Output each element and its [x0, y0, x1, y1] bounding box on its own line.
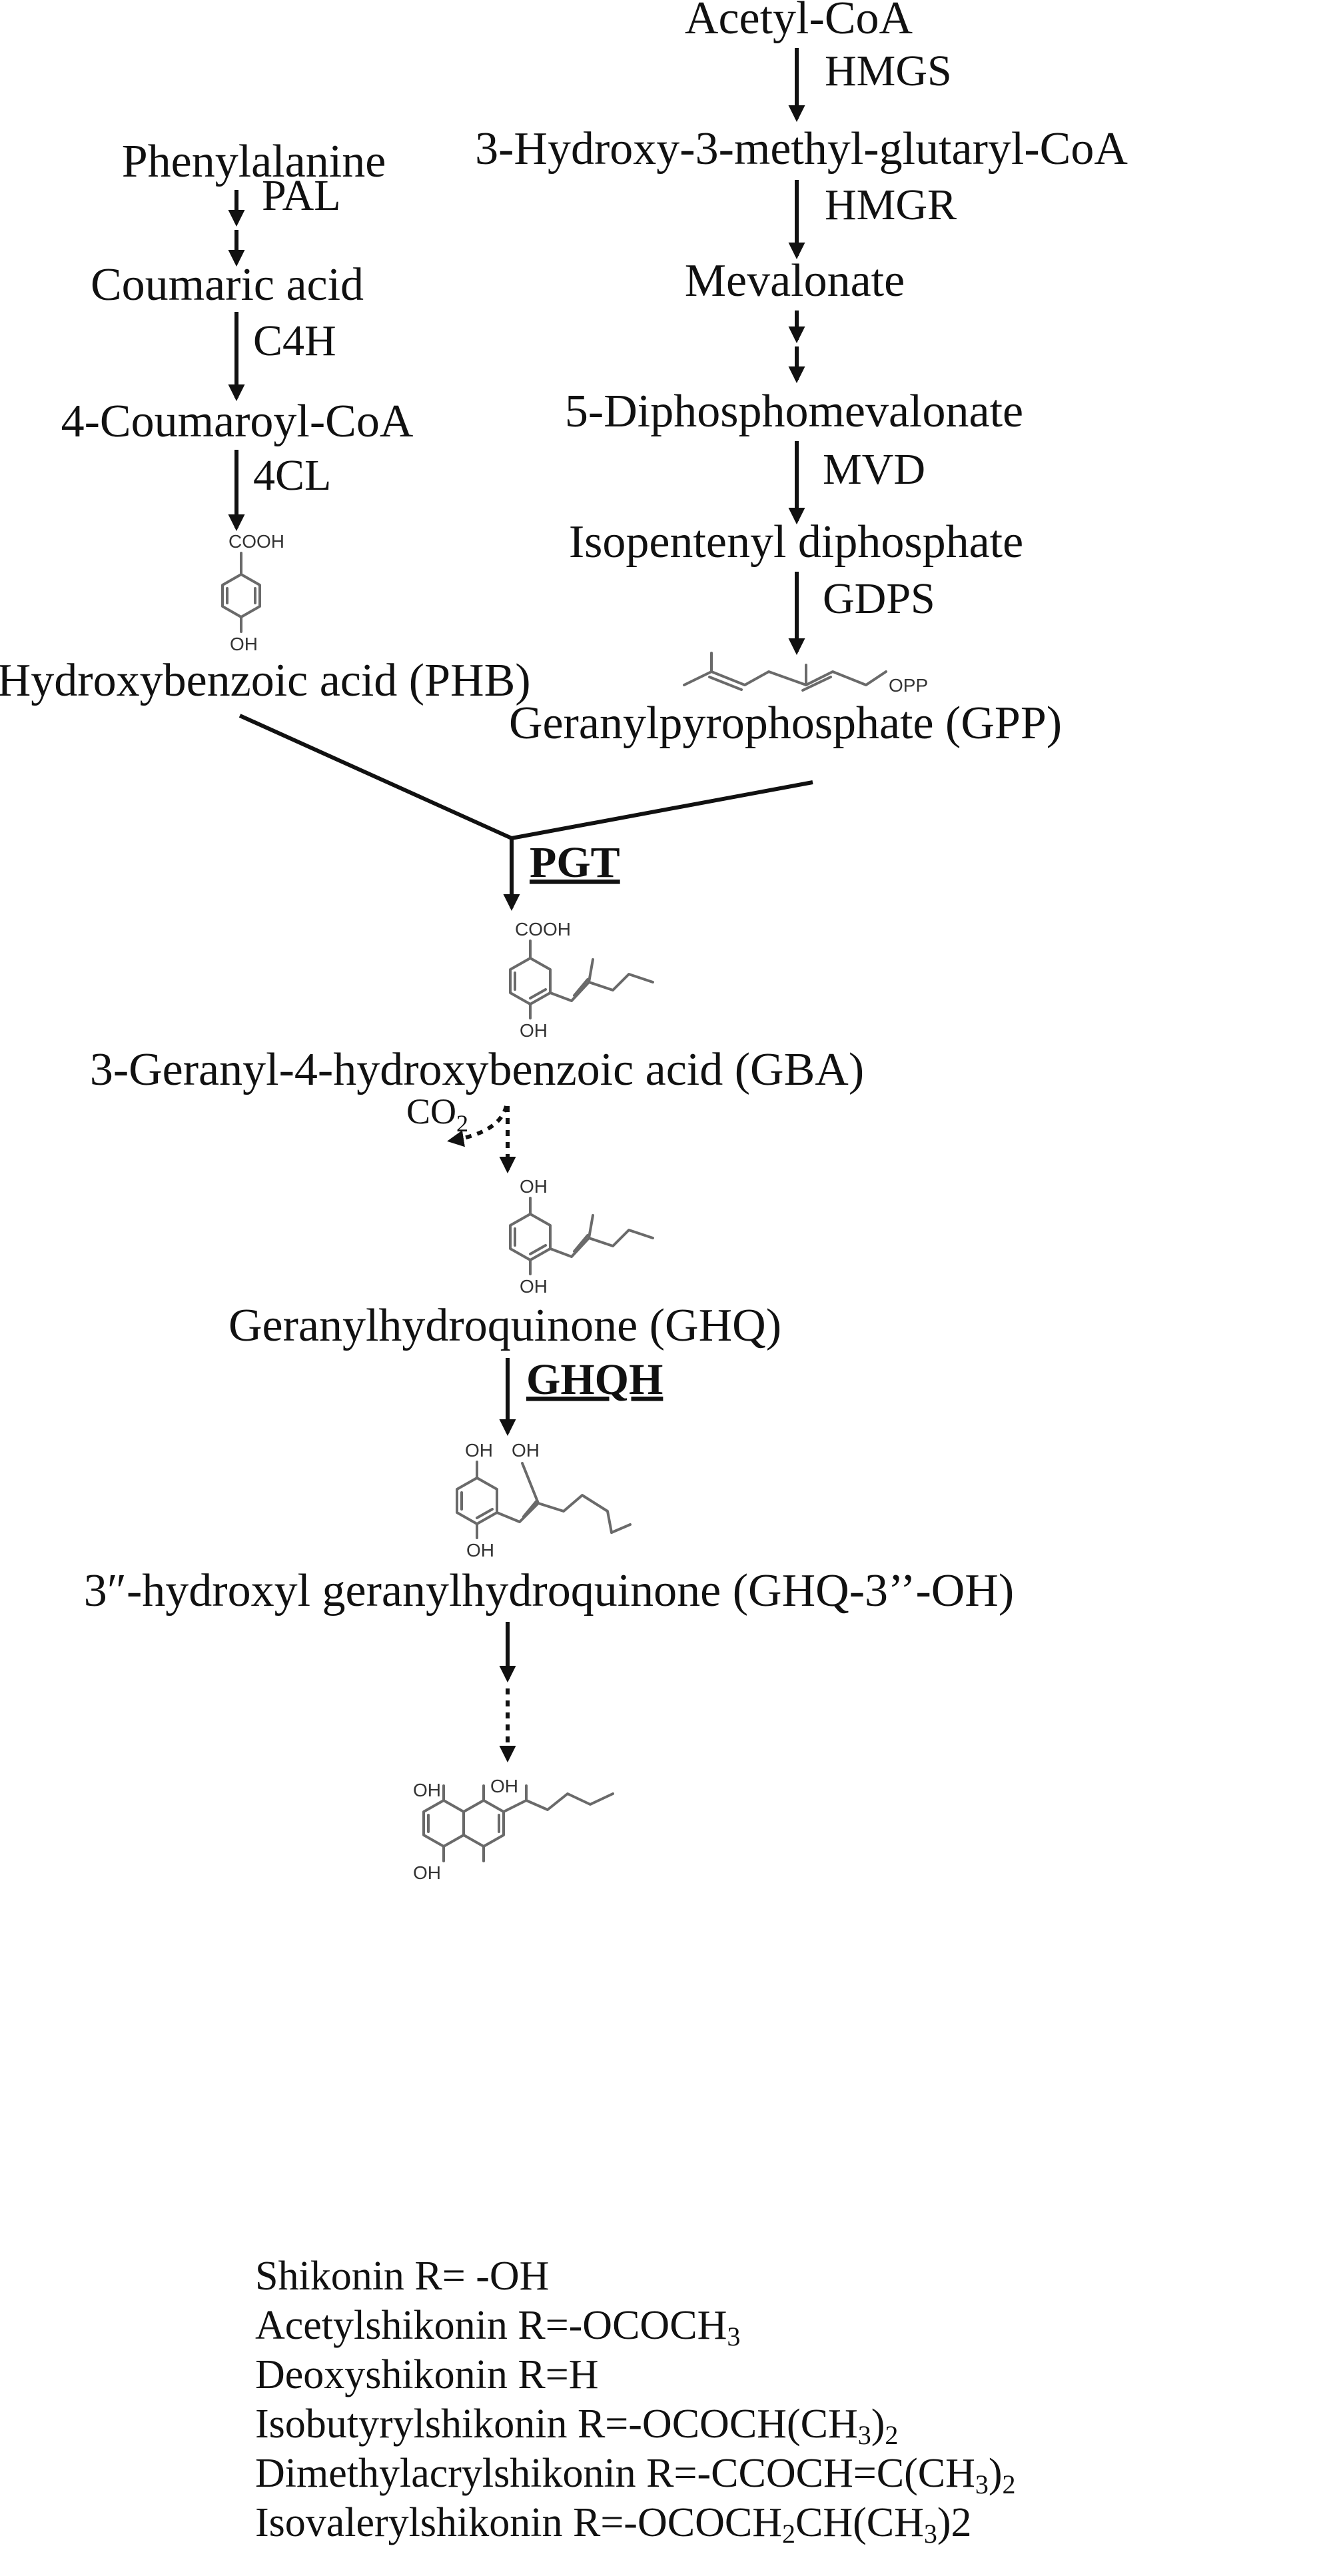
node-5-diphosphomevalonate: 5-Diphosphomevalonate	[565, 386, 1023, 437]
svg-text:OH: OH	[490, 1776, 518, 1796]
co2-dashed-arrow	[447, 1105, 508, 1147]
enzyme-ghqh: GHQH	[526, 1355, 663, 1404]
svg-text:OH: OH	[466, 1540, 494, 1561]
derivative-item: Shikonin R= -OH	[255, 2254, 549, 2299]
node-phenylalanine: Phenylalanine	[122, 136, 386, 187]
co2-label: CO2	[406, 1091, 468, 1137]
svg-text:OPP: OPP	[889, 675, 928, 696]
derivative-item: Isobutyrylshikonin R=-OCOCH(CH3)2	[255, 2401, 898, 2450]
svg-text:OH: OH	[465, 1440, 493, 1461]
svg-text:OH: OH	[512, 1440, 540, 1461]
node-ghq-3-oh: 3″-hydroxyl geranylhydroquinone (GHQ-3’’…	[84, 1565, 1014, 1616]
enzyme-c4h: C4H	[253, 317, 336, 365]
svg-text:OH: OH	[520, 1276, 548, 1297]
node-phb: 4-Hydroxybenzoic acid (PHB)	[0, 655, 531, 706]
phb-structure: COOH OH	[221, 531, 284, 654]
node-coumaric-acid: Coumaric acid	[91, 259, 364, 311]
node-gpp: Geranylpyrophosphate (GPP)	[509, 698, 1062, 749]
enzyme-hmgr: HMGR	[825, 181, 957, 229]
node-acetyl-coa: Acetyl-CoA	[685, 0, 913, 44]
gba-structure: COOH OH	[509, 919, 654, 1041]
node-hmg-coa: 3-Hydroxy-3-methyl-glutaryl-CoA	[475, 123, 1128, 175]
derivative-item: Dimethylacrylshikonin R=-CCOCH=C(CH3)2	[255, 2451, 1016, 2499]
node-isopentenyl-diphosphate: Isopentenyl diphosphate	[569, 516, 1023, 568]
svg-text:OH: OH	[520, 1020, 548, 1041]
shikonin-structure: OH OH OH	[413, 1776, 614, 1883]
derivative-item: Acetylshikonin R=-OCOCH3	[255, 2303, 740, 2351]
node-4-coumaroyl-coa: 4-Coumaroyl-CoA	[61, 396, 414, 447]
svg-text:OH: OH	[520, 1176, 548, 1197]
enzyme-pal: PAL	[262, 171, 341, 220]
svg-text:COOH: COOH	[228, 531, 284, 552]
enzyme-mvd: MVD	[823, 445, 925, 494]
enzyme-pgt: PGT	[530, 838, 620, 887]
node-mevalonate: Mevalonate	[685, 255, 905, 307]
svg-text:OH: OH	[413, 1862, 441, 1883]
derivative-item: Isovalerylshikonin R=-OCOCH2CH(CH3)2	[255, 2500, 972, 2549]
enzyme-gdps: GDPS	[823, 574, 935, 623]
node-gba: 3-Geranyl-4-hydroxybenzoic acid (GBA)	[90, 1044, 864, 1095]
ghq-structure: OH OH	[509, 1176, 654, 1297]
svg-text:COOH: COOH	[515, 919, 571, 940]
ghq-3-oh-structure: OH OH OH	[456, 1440, 632, 1561]
svg-text:OH: OH	[413, 1780, 441, 1800]
derivative-item: Deoxyshikonin R=H	[255, 2352, 598, 2397]
gpp-structure: OPP	[683, 652, 928, 696]
enzyme-hmgs: HMGS	[825, 47, 952, 95]
enzyme-4cl: 4CL	[253, 451, 331, 500]
node-ghq: Geranylhydroquinone (GHQ)	[228, 1300, 781, 1351]
svg-text:OH: OH	[230, 634, 258, 654]
